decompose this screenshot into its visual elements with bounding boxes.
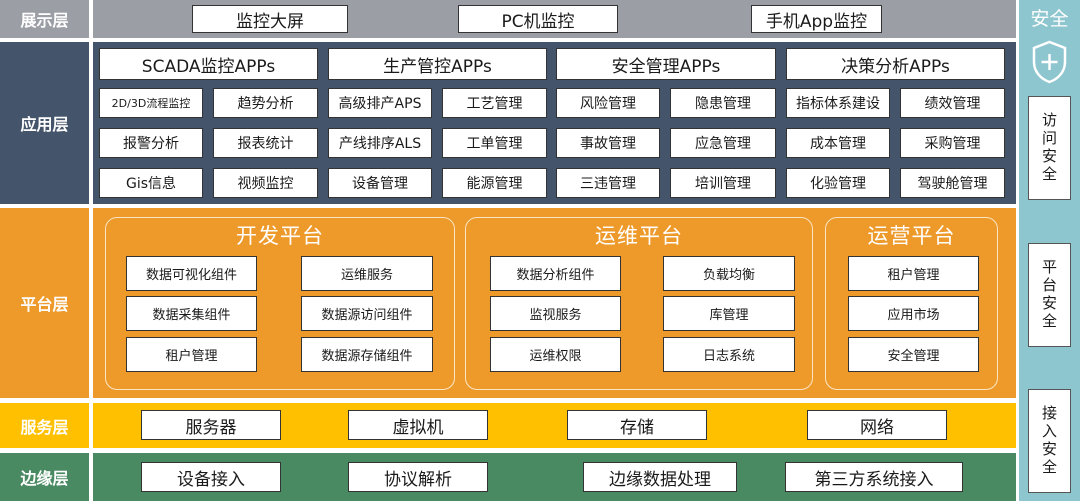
platform-layer-panel: 开发平台 数据可视化组件 数据采集组件 租户管理 运维服务 数据源访问组件 数据… [93,208,1016,398]
security-column: 安全 访问安全 平台安全 接入安全 [1019,0,1080,501]
app-item: 隐患管理 [670,88,776,118]
platform-layer-label: 平台层 [0,208,89,398]
application-layer-label: 应用层 [0,42,89,204]
application-layer-panel: SCADA监控APPs 生产管控APPs 安全管理APPs 决策分析APPs 2… [93,42,1016,204]
app-header-decision: 决策分析APPs [786,48,1005,80]
app-item: 驾驶舱管理 [900,168,1005,198]
dev-platform-group: 开发平台 [105,217,455,390]
app-header-production: 生产管控APPs [328,48,547,80]
app-item: 2D/3D流程监控 [99,88,203,118]
app-item: 三违管理 [556,168,660,198]
app-item: 产线排序ALS [328,128,432,158]
app-item: 化验管理 [786,168,890,198]
ops-platform-item: 数据分析组件 [490,256,621,291]
app-item: 应急管理 [670,128,776,158]
dev-platform-item: 运维服务 [301,256,433,291]
app-header-scada: SCADA监控APPs [99,48,318,80]
app-item: 培训管理 [670,168,776,198]
app-item: 事故管理 [556,128,660,158]
dev-platform-title: 开发平台 [236,224,324,248]
ops-platform-group: 运维平台 [465,217,813,390]
service-item-server: 服务器 [141,410,281,440]
service-item-network: 网络 [807,410,947,440]
app-item: 采购管理 [900,128,1005,158]
security-item-access: 访问安全 [1028,96,1071,200]
dev-platform-item: 租户管理 [126,337,257,372]
app-item: Gis信息 [99,168,203,198]
edge-item-edge-data-processing: 边缘数据处理 [583,462,737,492]
service-layer-panel: 服务器 虚拟机 存储 网络 [93,403,1016,448]
app-header-safety: 安全管理APPs [556,48,776,80]
ops-platform-item: 运维权限 [490,337,621,372]
edge-item-device-access: 设备接入 [141,462,281,492]
biz-platform-item: 安全管理 [848,337,979,372]
shield-plus-icon [1032,40,1067,84]
app-item: 视频监控 [213,168,318,198]
app-item: 设备管理 [328,168,432,198]
security-item-platform: 平台安全 [1028,243,1071,347]
app-item: 报警分析 [99,128,203,158]
display-item-big-screen: 监控大屏 [192,5,348,33]
security-title: 安全 [1030,8,1069,30]
service-item-storage: 存储 [567,410,707,440]
ops-platform-item: 库管理 [663,296,795,331]
ops-platform-item: 负载均衡 [663,256,795,291]
app-item: 趋势分析 [213,88,318,118]
dev-platform-item: 数据源存储组件 [301,337,433,372]
edge-layer-panel: 设备接入 协议解析 边缘数据处理 第三方系统接入 [93,453,1016,501]
service-item-vm: 虚拟机 [348,410,488,440]
app-item: 指标体系建设 [786,88,890,118]
app-item: 报表统计 [213,128,318,158]
display-item-mobile: 手机App监控 [751,5,882,33]
service-layer-label: 服务层 [0,403,89,448]
edge-layer-label: 边缘层 [0,453,89,501]
app-item: 工单管理 [442,128,547,158]
dev-platform-item: 数据采集组件 [126,296,257,331]
display-layer-label: 展示层 [0,0,89,38]
biz-platform-item: 应用市场 [848,296,979,331]
app-item: 风险管理 [556,88,660,118]
app-item: 绩效管理 [900,88,1005,118]
display-layer-panel: 监控大屏 PC机监控 手机App监控 [93,0,1016,38]
biz-platform-group: 运营平台 [825,217,998,390]
ops-platform-title: 运维平台 [595,224,683,248]
app-item: 工艺管理 [442,88,547,118]
dev-platform-item: 数据源访问组件 [301,296,433,331]
ops-platform-item: 日志系统 [663,337,795,372]
app-item: 成本管理 [786,128,890,158]
app-item: 高级排产APS [328,88,432,118]
display-item-pc: PC机监控 [458,5,618,33]
biz-platform-item: 租户管理 [848,256,979,291]
dev-platform-item: 数据可视化组件 [126,256,257,291]
edge-item-protocol-parsing: 协议解析 [348,462,488,492]
security-item-ingress: 接入安全 [1028,389,1071,493]
ops-platform-item: 监视服务 [490,296,621,331]
app-item: 能源管理 [442,168,547,198]
edge-item-third-party-access: 第三方系统接入 [785,462,963,492]
biz-platform-title: 运营平台 [867,224,956,248]
